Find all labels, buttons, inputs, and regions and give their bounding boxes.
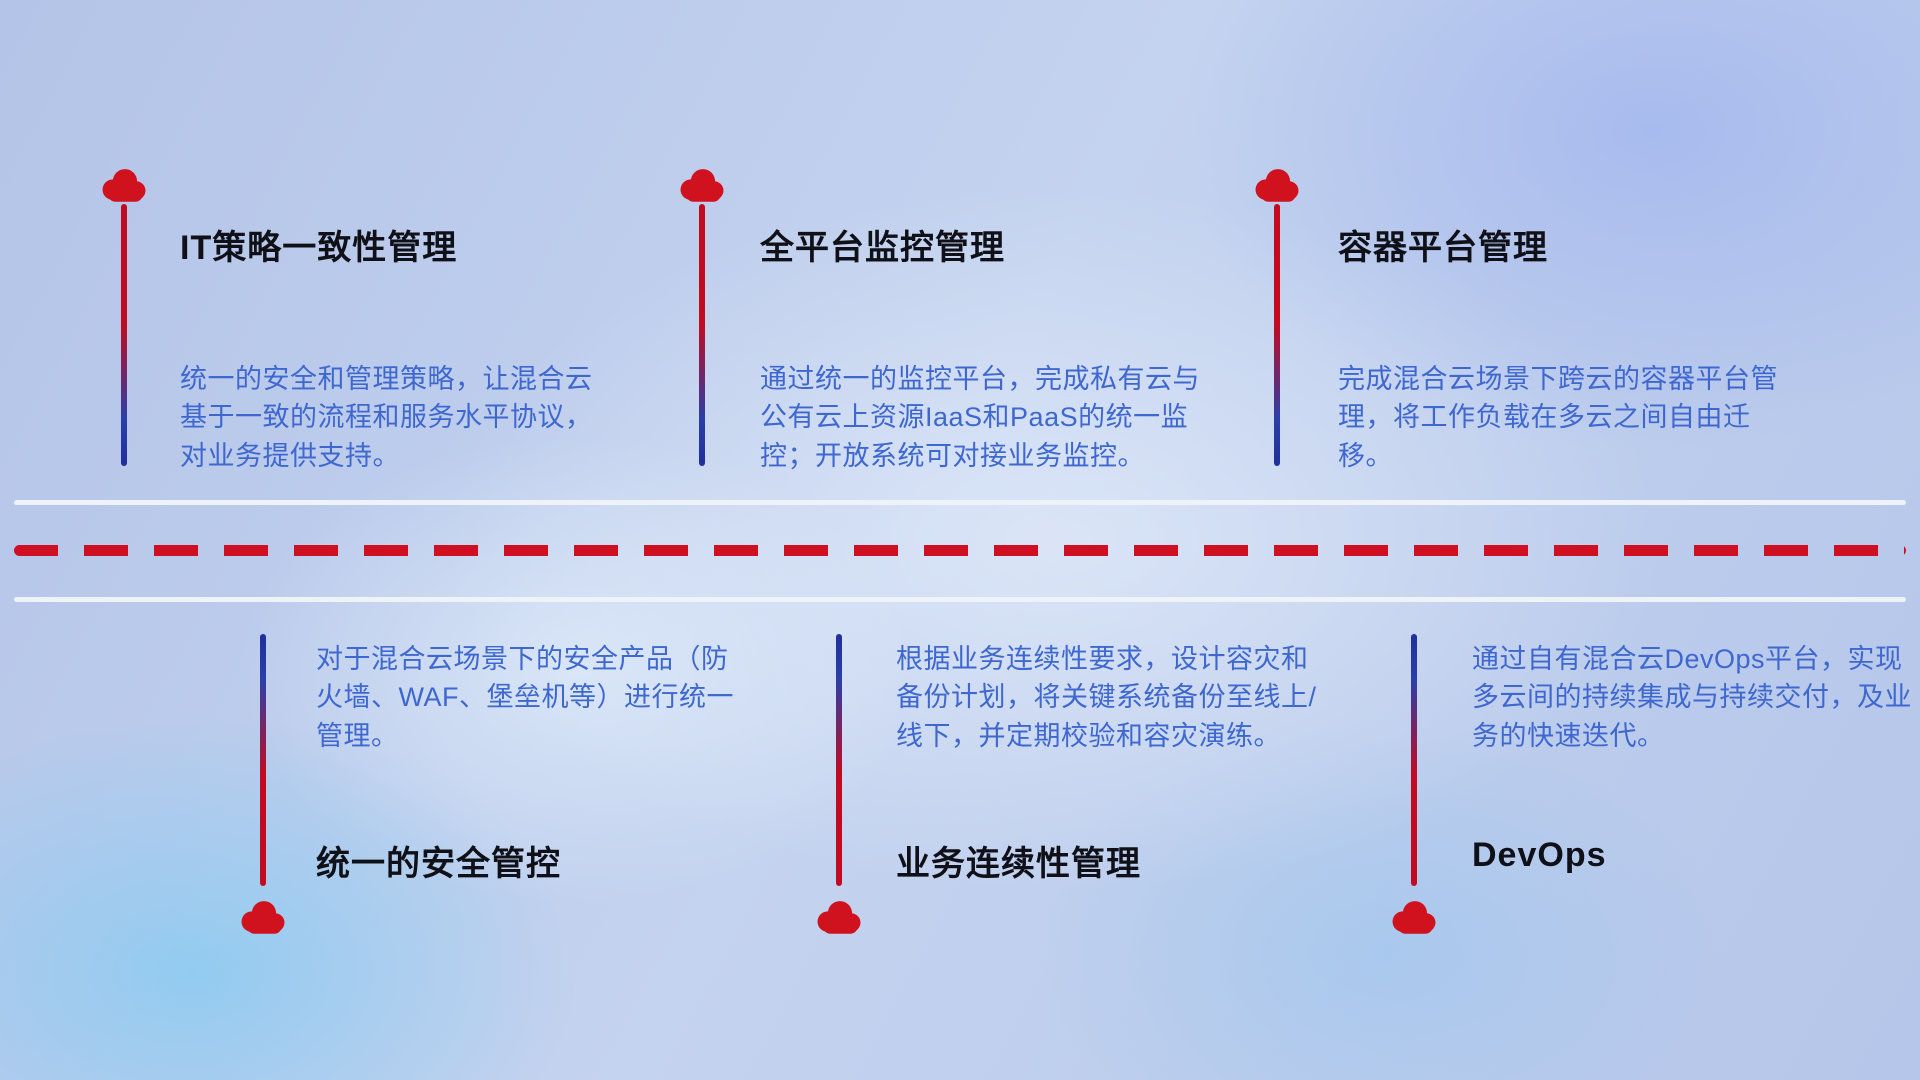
cloud-icon: [811, 898, 867, 936]
divider-line-top: [14, 500, 1906, 505]
feature-title: IT策略一致性管理: [180, 229, 458, 267]
feature-title: 全平台监控管理: [760, 229, 1005, 267]
cloud-icon: [1386, 898, 1442, 936]
feature-description: 统一的安全和管理策略，让混合云基于一致的流程和服务水平协议，对业务提供支持。: [180, 364, 593, 471]
feature-title: 业务连续性管理: [896, 845, 1141, 883]
connector-line: [836, 634, 842, 886]
feature-title: 容器平台管理: [1338, 229, 1548, 267]
feature-description: 通过统一的监控平台，完成私有云与公有云上资源IaaS和PaaS的统一监控；开放系…: [760, 364, 1200, 471]
connector-line: [260, 634, 266, 886]
cloud-icon: [96, 166, 152, 204]
feature-description: 根据业务连续性要求，设计容灾和备份计划，将关键系统备份至线上/线下，并定期校验和…: [896, 644, 1317, 751]
connector-line: [1411, 634, 1417, 886]
cloud-icon: [235, 898, 291, 936]
connector-line: [1274, 204, 1280, 466]
divider-line-bottom: [14, 597, 1906, 602]
feature-description: 对于混合云场景下的安全产品（防火墙、WAF、堡垒机等）进行统一管理。: [316, 644, 734, 751]
feature-title: 统一的安全管控: [316, 845, 561, 883]
feature-description: 通过自有混合云DevOps平台，实现多云间的持续集成与持续交付，及业务的快速迭代…: [1472, 644, 1912, 751]
feature-description: 完成混合云场景下跨云的容器平台管理，将工作负载在多云之间自由迁移。: [1338, 364, 1778, 471]
connector-line: [121, 204, 127, 466]
dashed-timeline: [14, 545, 1906, 556]
cloud-icon: [1249, 166, 1305, 204]
connector-line: [699, 204, 705, 466]
feature-title: DevOps: [1472, 836, 1607, 874]
cloud-icon: [674, 166, 730, 204]
